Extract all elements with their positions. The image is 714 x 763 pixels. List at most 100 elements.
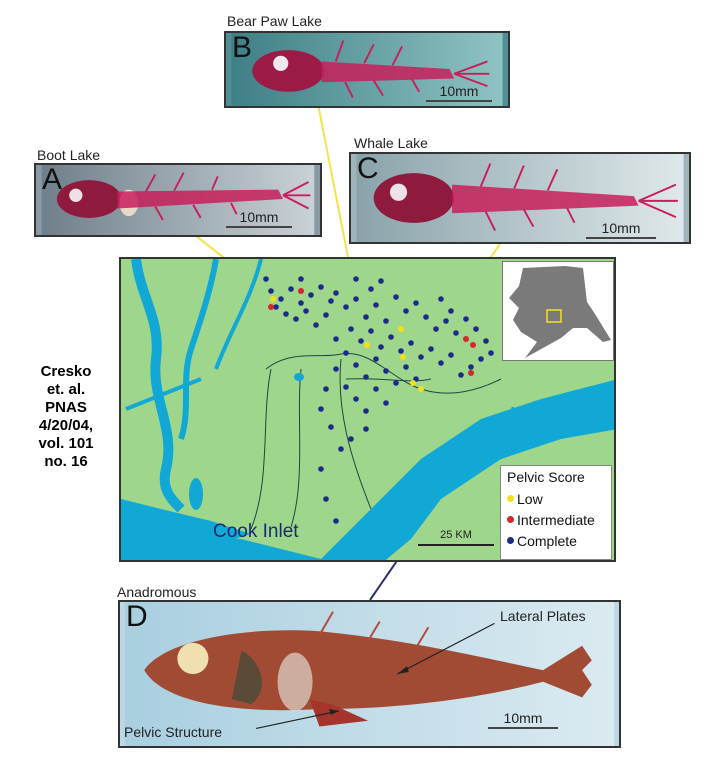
sample-sites	[263, 276, 494, 524]
site-dot	[288, 286, 294, 292]
citation-line: PNAS	[45, 399, 87, 416]
site-dot	[488, 350, 494, 356]
site-dot	[413, 300, 419, 306]
site-dot	[278, 296, 284, 302]
citation-line: Cresko	[40, 363, 92, 380]
scale-line-c	[586, 237, 656, 239]
lake-name-boot: Boot Lake	[37, 147, 101, 163]
site-dot	[368, 286, 374, 292]
site-dot	[358, 338, 364, 344]
site-dot	[333, 518, 339, 524]
site-dot	[423, 314, 429, 320]
site-dot	[308, 292, 314, 298]
fish-skeleton-image	[41, 165, 315, 235]
site-dot	[393, 380, 399, 386]
fish-panel-bear-paw: B 10mm	[224, 31, 510, 108]
site-dot	[303, 308, 309, 314]
site-dot	[383, 368, 389, 374]
site-dot	[468, 364, 474, 370]
site-dot	[433, 326, 439, 332]
fish-skeleton-image	[356, 154, 684, 242]
km-scale-label: 25 KM	[440, 529, 472, 541]
site-dot-scored	[400, 354, 406, 360]
scale-line-a	[226, 226, 292, 228]
map-cook-inlet: Pelvic Score Low Intermediate Complete C…	[119, 257, 616, 562]
site-dot	[448, 352, 454, 358]
site-dot-scored	[398, 326, 404, 332]
site-dot	[373, 386, 379, 392]
site-dot	[353, 296, 359, 302]
scale-label-a: 10mm	[239, 209, 279, 225]
site-dot	[328, 298, 334, 304]
site-dot	[388, 334, 394, 340]
site-dot-scored	[268, 304, 274, 310]
legend-item-complete: Complete	[507, 530, 605, 551]
scale-bar-c: 10mm	[586, 220, 656, 239]
site-dot	[473, 326, 479, 332]
site-dot	[483, 338, 489, 344]
fish-image	[124, 602, 615, 746]
site-dot	[378, 278, 384, 284]
site-dot	[328, 424, 334, 430]
site-dot	[363, 374, 369, 380]
scale-label-c: 10mm	[601, 220, 641, 236]
legend-title: Pelvic Score	[507, 469, 585, 485]
site-dot	[448, 308, 454, 314]
legend-item-low: Low	[507, 488, 605, 509]
lake-name-bear-paw: Bear Paw Lake	[227, 13, 322, 29]
legend: Pelvic Score Low Intermediate Complete	[500, 465, 612, 560]
scale-label-d: 10mm	[503, 710, 543, 726]
site-dot	[298, 276, 304, 282]
site-dot	[398, 348, 404, 354]
fish-panel-whale: C 10mm	[349, 152, 691, 244]
site-dot-scored	[270, 296, 276, 302]
site-dot	[463, 316, 469, 322]
site-dot	[353, 362, 359, 368]
site-dot	[418, 354, 424, 360]
site-dot	[403, 364, 409, 370]
site-dot	[348, 436, 354, 442]
site-dot	[353, 276, 359, 282]
site-dot	[343, 304, 349, 310]
site-dot	[298, 300, 304, 306]
site-dot	[338, 446, 344, 452]
site-dot	[273, 304, 279, 310]
site-dot	[363, 408, 369, 414]
legend-label: Intermediate	[517, 511, 595, 528]
site-dot	[318, 466, 324, 472]
site-dot	[443, 318, 449, 324]
scale-line-b	[426, 100, 492, 102]
site-dot	[373, 356, 379, 362]
scale-line-d	[488, 727, 558, 729]
fish-panel-boot: A 10mm	[34, 163, 322, 237]
fish-panel-anadromous: D Lateral Plates Pelvic Structure 10mm	[118, 600, 621, 748]
citation-line: vol. 101	[38, 435, 94, 452]
lake-name-anadromous: Anadromous	[117, 584, 197, 600]
site-dot-scored	[298, 288, 304, 294]
site-dot	[318, 406, 324, 412]
site-dot	[383, 400, 389, 406]
site-dot	[373, 302, 379, 308]
panel-letter-a: A	[42, 163, 63, 196]
site-dot	[323, 386, 329, 392]
site-dot	[283, 311, 289, 317]
scale-label-b: 10mm	[439, 83, 479, 99]
site-dot	[438, 296, 444, 302]
site-dot	[343, 384, 349, 390]
site-dot-scored	[470, 342, 476, 348]
citation: Cresko et. al. PNAS 4/20/04, vol. 101 no…	[24, 363, 108, 471]
cook-inlet-label: Cook Inlet	[213, 521, 299, 542]
site-dot-scored	[418, 386, 424, 392]
site-dot	[333, 336, 339, 342]
legend-dot	[507, 495, 514, 502]
site-dot-scored	[410, 380, 416, 386]
legend-dot	[507, 516, 514, 523]
panel-letter-c: C	[357, 152, 379, 185]
scale-bar-a: 10mm	[226, 209, 292, 228]
site-dot	[263, 276, 269, 282]
map-image	[121, 259, 614, 560]
site-dot	[353, 396, 359, 402]
citation-line: et. al.	[46, 381, 86, 398]
alaska-inset-map	[502, 261, 614, 361]
fish-skeleton-image	[231, 33, 503, 106]
